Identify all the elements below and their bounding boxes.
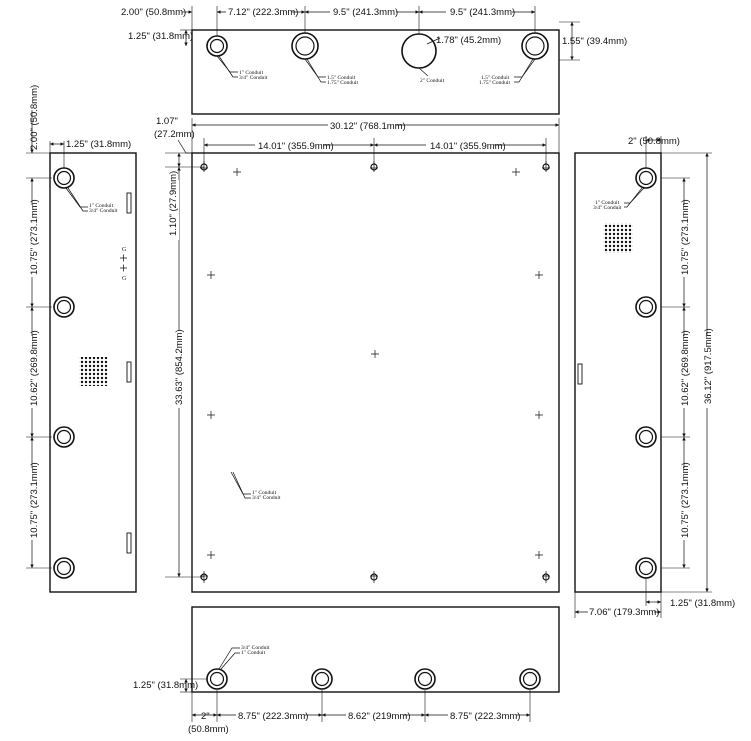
conduit-knockout [401,33,437,69]
right-dim-depth: 7.06" (179.3mm) [589,607,659,618]
top-dim-height-left: 1.25" (31.8mm) [128,31,193,42]
right-dim-s2: 10.62" (269.8mm) [680,330,691,406]
ground-symbol: G G [120,247,127,282]
front-dim-top-offset-a: 1.07" [156,116,178,127]
front-dim-width-total: 30.12" (768.1mm) [330,121,406,132]
top-note-2b: 1.75" Conduit [327,80,358,86]
left-dim-s3: 10.75" (273.1mm) [29,462,40,538]
right-note-1a: 1" Conduit [595,200,620,206]
right-dim-edge: 1.25" (31.8mm) [670,598,735,609]
hinge-slot [126,532,132,554]
bottom-view: 1.25" (31.8mm) 2" (50.8mm) 8.75" (222.3m… [133,606,560,735]
top-note-1a: 1" Conduit [239,70,264,76]
right-note-1b: 3/4" Conduit [593,205,622,211]
top-dim-hole-dia: 1.78" (45.2mm) [436,35,501,46]
keyhole-mount [542,161,550,172]
top-dim-span2: 9.5" (241.3mm) [333,7,398,18]
left-dim-edge: 1.25" (31.8mm) [66,139,131,150]
svg-text:G: G [122,247,127,253]
top-view: 2.00" (50.8mm) 7.12" (222.3mm) 9.5" (241… [120,5,627,115]
front-dim-half-left: 14.01" (355.9mm) [258,141,334,152]
front-view: 30.12" (768.1mm) 1.07" (27.2mm) 14.01" (… [154,116,560,593]
front-dim-height: 33.63" (854.2mm) [174,329,185,405]
front-panel [191,152,560,593]
front-dim-top-margin: 1.10" (27.9mm) [168,171,179,236]
front-note-1b: 3/4" Conduit [252,495,281,501]
left-dim-top: 2.00" (50.8mm) [29,85,40,150]
front-dim-top-offset-b: (27.2mm) [154,129,195,140]
stud-marks [207,168,543,559]
bottom-dim-left-a: 2" [201,711,210,722]
left-side-view: 2.00" (50.8mm) 1.25" (31.8mm) 10.75" (27… [26,85,137,593]
bottom-dim-height: 1.25" (31.8mm) [133,680,198,691]
top-dim-height-right: 1.55" (39.4mm) [562,36,627,47]
top-dim-span3: 9.5" (241.3mm) [450,7,515,18]
bottom-note-1a: 3/4" Conduit [241,645,270,651]
top-panel [191,29,560,115]
top-note-3: 2" Conduit [420,78,445,84]
svg-text:G: G [122,276,127,282]
left-dim-s2: 10.62" (269.8mm) [29,330,40,406]
ventilation-grille [603,223,633,253]
ventilation-grille [79,357,108,386]
top-dim-span1: 7.12" (222.3mm) [228,7,298,18]
top-note-1b: 3/4" Conduit [239,75,268,81]
bottom-note-1b: 1" Conduit [241,650,266,656]
right-dim-total: 36.12" (917.5mm) [703,328,714,404]
hinge-slot [126,361,132,383]
top-note-4a: 1.5" Conduit [481,75,510,81]
bottom-dim-left-b: (50.8mm) [188,724,229,735]
top-note-2a: 1.5" Conduit [327,75,356,81]
right-dim-s3: 10.75" (273.1mm) [680,462,691,538]
top-dim-left-offset: 2.00" (50.8mm) [121,7,186,18]
right-dim-s1: 10.75" (273.1mm) [680,199,691,275]
bottom-panel [191,606,560,693]
bottom-dim-s2: 8.62" (219mm) [348,711,411,722]
keyhole-mount [370,161,378,172]
left-note-1b: 3/4" Conduit [89,208,118,214]
hinge-slot [126,192,132,214]
hinge-slot [577,363,583,385]
top-note-4b: 1.75" Conduit [479,80,510,86]
keyhole-mount [370,571,378,583]
right-side-view: 2" (50.8mm) 10.75" (273.1mm) 10.62" (269… [574,136,735,618]
bottom-dim-s1: 8.75" (222.3mm) [238,711,308,722]
keyhole-mount [200,161,208,172]
front-note-1a: 1" Conduit [252,490,277,496]
right-dim-top: 2" (50.8mm) [628,136,680,147]
keyhole-mount [200,571,208,583]
right-panel [574,152,662,593]
front-dim-half-right: 14.01" (355.9mm) [430,141,506,152]
left-dim-s1: 10.75" (273.1mm) [29,199,40,275]
left-note-1a: 1" Conduit [89,203,114,209]
keyhole-mount [542,571,550,583]
bottom-dim-s3: 8.75" (222.3mm) [450,711,520,722]
